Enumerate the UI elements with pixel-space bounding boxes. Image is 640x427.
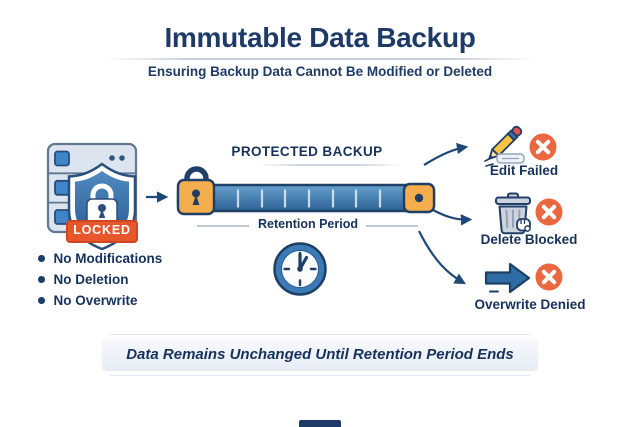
protected-backup-underline [257, 164, 402, 166]
list-item: No Modifications [38, 248, 208, 269]
footer-banner-text: Data Remains Unchanged Until Retention P… [126, 346, 514, 363]
list-item: No Overwrite [38, 290, 208, 311]
retention-period-label: Retention Period [257, 217, 358, 231]
banner-top-hairline [110, 334, 530, 335]
shield-lock-icon [66, 162, 138, 250]
x-circle-icon [535, 263, 563, 291]
page-subtitle: Ensuring Backup Data Cannot Be Modified … [147, 64, 493, 79]
list-item: No Deletion [38, 269, 208, 290]
page-title: Immutable Data Backup [164, 22, 476, 53]
bullet-icon [38, 276, 45, 283]
retention-bar-icon [176, 166, 436, 216]
trash-icon [495, 192, 531, 235]
x-circle-icon [535, 198, 563, 226]
retention-line-left [197, 225, 249, 227]
guarantees-list: No Modifications No Deletion No Overwrit… [38, 248, 208, 311]
outcome-label-edit-failed: Edit Failed [489, 163, 559, 178]
bullet-icon [38, 255, 45, 262]
outcome-label-overwrite-denied: Overwrite Denied [474, 297, 586, 312]
title-divider [105, 58, 535, 60]
retention-line-right [366, 225, 418, 227]
arrow-to-overwrite-denied [418, 230, 466, 285]
locked-badge-label: LOCKED [73, 223, 131, 237]
bar-end-cap [402, 182, 436, 214]
clock-icon [273, 242, 327, 296]
protected-backup-label: PROTECTED BACKUP [231, 144, 383, 159]
locked-banner [66, 220, 138, 243]
bullet-icon [38, 297, 45, 304]
outcome-label-delete-blocked: Delete Blocked [480, 232, 578, 247]
arrow-right-icon [484, 262, 531, 294]
footer-banner: Data Remains Unchanged Until Retention P… [102, 339, 538, 370]
bottom-edge-mark [299, 420, 341, 427]
bullet-label: No Overwrite [53, 293, 138, 308]
banner-bottom-hairline [110, 375, 530, 376]
fist-icon [516, 218, 531, 232]
bullet-label: No Modifications [53, 251, 163, 266]
padlock-shackle [184, 166, 209, 183]
padlock-icon [176, 178, 216, 216]
x-circle-icon [529, 133, 557, 161]
bullet-label: No Deletion [53, 272, 129, 287]
server-icon [46, 142, 138, 250]
pencil-icon [484, 125, 525, 167]
